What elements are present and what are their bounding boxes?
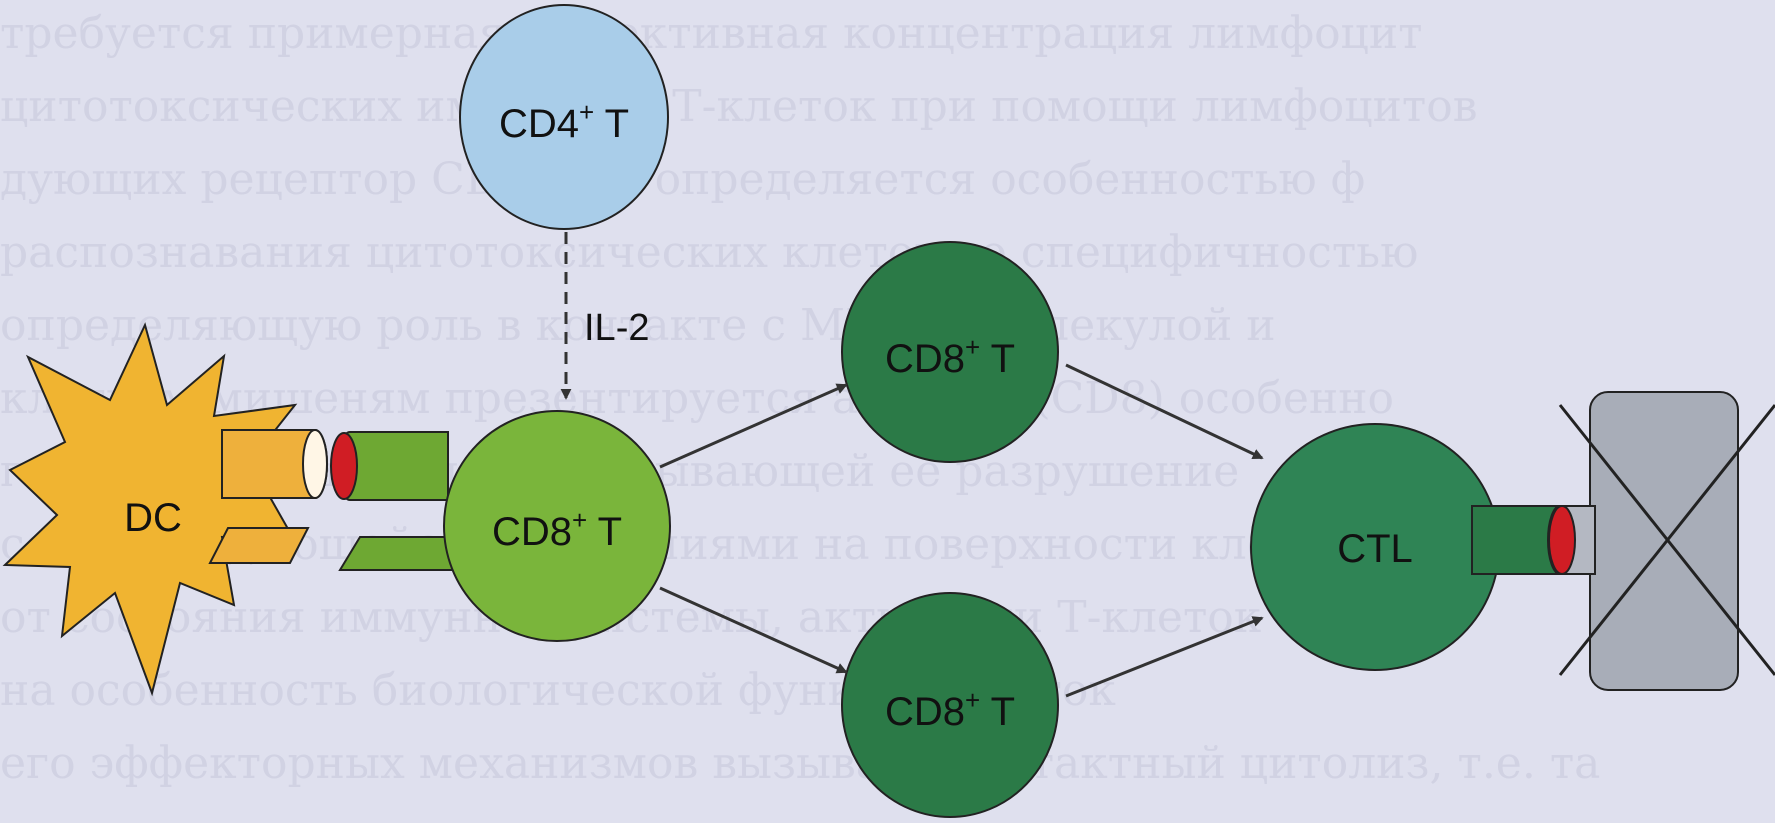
target-cross-line-2 <box>1558 404 1775 676</box>
peptide-antigen <box>330 432 358 500</box>
cd4-label-suffix: T <box>594 102 629 146</box>
dc-label: DC <box>124 496 182 540</box>
cd8-bottom-label-sup: + <box>965 685 980 715</box>
ctl-tcr-molecule <box>1471 505 1561 575</box>
cd4-t-cell <box>459 4 669 230</box>
background-text-line: дующих рецептор CD8. Это определяется ос… <box>0 154 1366 205</box>
cd8-main-label-suffix: T <box>587 510 622 554</box>
mhc-molecule-upper-end <box>302 429 328 499</box>
background-text-line: требуется примерная эффективная концентр… <box>0 8 1423 59</box>
background-text-line: цитотоксических иммунных Т-клеток при по… <box>0 81 1478 132</box>
cd8-bottom-label: CD8+ T <box>885 685 1015 734</box>
cd4-label-base: CD4 <box>499 102 579 146</box>
tcr-molecule-lower <box>338 536 456 571</box>
cd8-top-label-sup: + <box>965 332 980 362</box>
cd8-main-label-base: CD8 <box>492 510 572 554</box>
mhc-molecule-lower <box>208 527 310 564</box>
cd8-t-cell-clone-lower <box>841 592 1059 818</box>
cd8-top-label-suffix: T <box>980 337 1015 381</box>
cd8-t-cell-activated <box>443 410 671 642</box>
target-cell <box>1589 391 1739 691</box>
cd4-label-sup: + <box>579 97 594 127</box>
dendritic-cell <box>2 322 298 697</box>
arrow-upper-to-ctl <box>1065 363 1264 460</box>
il2-label: IL-2 <box>584 307 649 349</box>
background-text-line: определяющую роль в контакте с МНС-I (мо… <box>0 300 1276 351</box>
target-peptide <box>1548 505 1576 575</box>
ctl-label: CTL <box>1337 527 1413 571</box>
cd8-t-cell-clone-upper <box>841 241 1059 463</box>
background-text-line: распознавания цитотоксических клеток со … <box>0 227 1419 278</box>
arrow-activated-to-lower <box>659 586 848 674</box>
arrow-activated-to-upper <box>659 383 848 469</box>
cd8-main-label-sup: + <box>572 505 587 535</box>
cd8-bottom-label-base: CD8 <box>885 690 965 734</box>
cd8-bottom-label-suffix: T <box>980 690 1015 734</box>
background-text-line: его эффекторных механизмов вызывает конт… <box>0 738 1601 789</box>
cd8-top-label: CD8+ T <box>885 332 1015 381</box>
cd8-top-label-base: CD8 <box>885 337 965 381</box>
cd4-label: CD4+ T <box>499 97 629 146</box>
arrow-lower-to-ctl <box>1065 616 1264 698</box>
cd8-main-label: CD8+ T <box>492 505 622 554</box>
